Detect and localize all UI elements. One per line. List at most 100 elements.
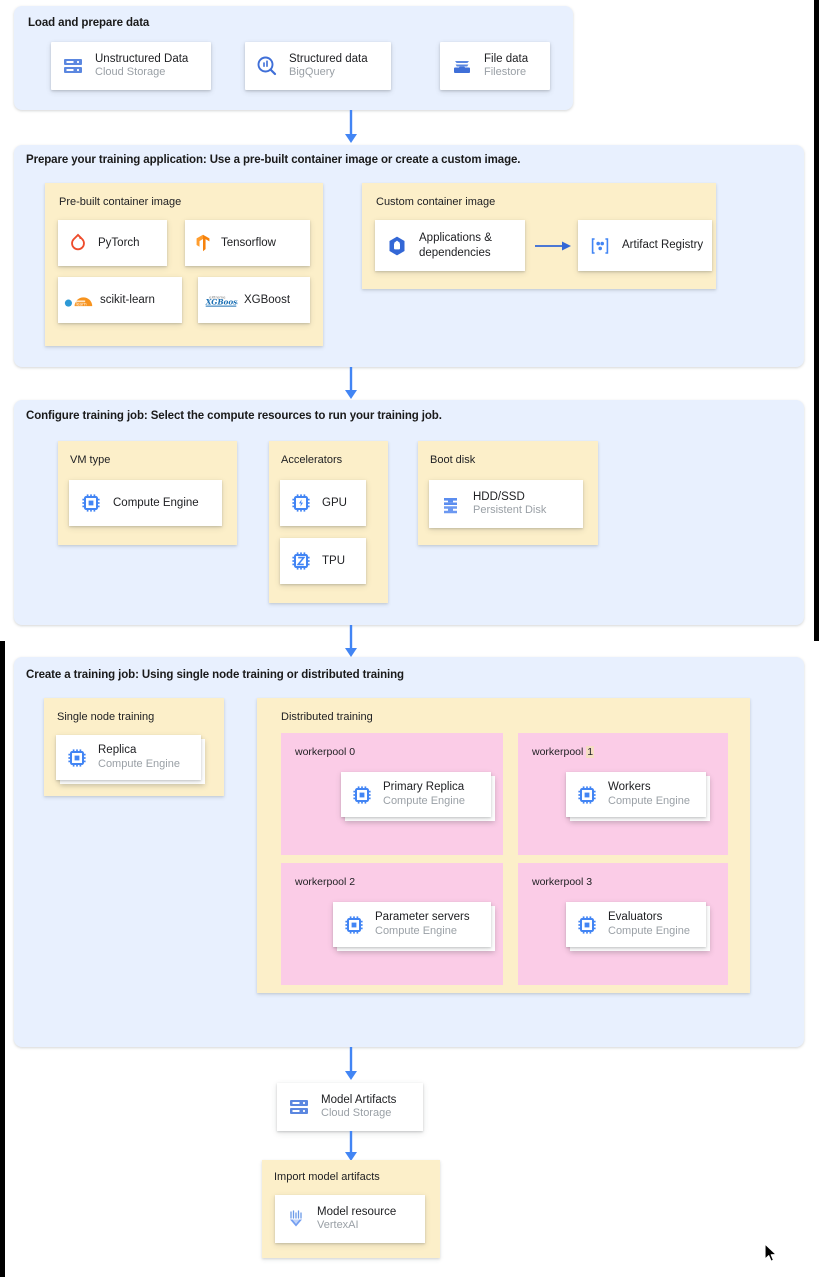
card-unstructured-data[interactable]: Unstructured Data Cloud Storage xyxy=(51,42,211,90)
card-model-resource[interactable]: Model resource VertexAI xyxy=(275,1195,425,1243)
card-evaluators[interactable]: Evaluators Compute Engine xyxy=(566,902,706,947)
card-subtitle: Compute Engine xyxy=(98,757,180,770)
group-single-node-training: Single node training Replica Compute En xyxy=(44,698,224,796)
card-subtitle: Persistent Disk xyxy=(473,504,547,517)
group-label: Distributed training xyxy=(281,711,373,723)
group-vm-type: VM type Compute Engine xyxy=(58,441,237,545)
card-primary-replica[interactable]: Primary Replica Compute Engine xyxy=(341,772,491,817)
artifact-registry-icon xyxy=(578,234,622,258)
card-title: Evaluators xyxy=(608,911,663,924)
group-boot-disk: Boot disk HDD/SSD Persistent Disk xyxy=(418,441,598,545)
card-title: Parameter servers xyxy=(375,911,470,924)
card-pytorch[interactable]: PyTorch xyxy=(58,220,167,266)
card-xgboost[interactable]: eXtreme XGBoost XGBoost xyxy=(198,277,310,323)
card-title: Primary Replica xyxy=(383,781,465,794)
pool-label-text: workerpool xyxy=(532,876,584,888)
card-tensorflow[interactable]: Tensorflow xyxy=(185,220,310,266)
card-subtitle: Cloud Storage xyxy=(95,66,166,79)
card-file-data[interactable]: File data Filestore xyxy=(440,42,550,90)
arrow-stage2-to-stage3 xyxy=(341,367,361,405)
pool-index-highlighted[interactable]: 1 xyxy=(586,746,595,758)
screen-edge-bar-right xyxy=(814,0,819,641)
vertex-ai-icon xyxy=(275,1207,317,1231)
card-subtitle: Compute Engine xyxy=(375,924,457,937)
workerpool-1: workerpool 1 xyxy=(518,733,728,855)
card-subtitle: Filestore xyxy=(484,66,527,79)
svg-text:learn: learn xyxy=(75,301,86,307)
screen-edge-bar-left xyxy=(0,641,5,1277)
group-label: Accelerators xyxy=(281,454,343,466)
cpu-chip-icon xyxy=(341,783,383,807)
cloud-storage-icon xyxy=(51,54,95,78)
persistent-disk-icon xyxy=(429,492,473,516)
svg-text:eXtreme: eXtreme xyxy=(209,294,226,299)
card-title: HDD/SSD xyxy=(473,490,525,503)
card-subtitle: VertexAI xyxy=(317,1219,359,1232)
stage-create-training-job: Create a training job: Using single node… xyxy=(14,657,804,1047)
mouse-cursor xyxy=(764,1243,778,1263)
cloud-storage-icon xyxy=(277,1095,321,1119)
card-model-artifacts[interactable]: Model Artifacts Cloud Storage xyxy=(277,1083,423,1131)
card-tpu[interactable]: TPU xyxy=(280,538,366,584)
arrow-stage3-to-stage4 xyxy=(341,625,361,663)
card-title: Replica xyxy=(98,744,137,757)
group-accelerators: Accelerators GPU xyxy=(269,441,388,603)
group-label: Pre-built container image xyxy=(59,196,182,208)
card-title: File data xyxy=(484,52,529,65)
card-title: Model resource xyxy=(317,1205,397,1218)
pool-label-text: workerpool xyxy=(295,746,347,758)
arrow-stage1-to-stage2 xyxy=(341,110,361,149)
card-title-line2: dependencies xyxy=(419,246,491,259)
card-title: scikit-learn xyxy=(100,293,155,306)
card-scikit-learn[interactable]: learn scikit-learn xyxy=(58,277,182,323)
arrow-stage4-to-model-artifacts xyxy=(341,1047,361,1086)
tpu-chip-icon xyxy=(280,549,322,573)
card-subtitle: Compute Engine xyxy=(608,794,690,807)
card-title: XGBoost xyxy=(244,293,291,306)
card-title: TPU xyxy=(322,554,345,567)
bigquery-icon xyxy=(245,54,289,78)
workerpool-2: workerpool 2 xyxy=(281,863,503,985)
pytorch-icon xyxy=(58,232,98,254)
group-label: VM type xyxy=(70,454,111,466)
cpu-chip-icon xyxy=(566,783,608,807)
scikit-learn-icon: learn xyxy=(58,291,100,309)
card-title: Unstructured Data xyxy=(95,52,189,65)
card-title: GPU xyxy=(322,496,347,509)
pool-index: 2 xyxy=(349,876,356,888)
card-compute-engine[interactable]: Compute Engine xyxy=(69,480,222,526)
card-workers[interactable]: Workers Compute Engine xyxy=(566,772,706,817)
card-artifact-registry[interactable]: Artifact Registry xyxy=(578,220,712,271)
arrow-applications-to-artifact-registry xyxy=(535,239,572,258)
group-distributed-training: Distributed training workerpool 0 xyxy=(257,698,750,993)
pool-label-text: workerpool xyxy=(295,876,347,888)
group-label: Import model artifacts xyxy=(274,1171,380,1183)
workerpool-1-label: workerpool 1 xyxy=(532,746,595,758)
card-subtitle: Cloud Storage xyxy=(321,1107,392,1120)
gpu-chip-icon xyxy=(280,491,322,515)
group-label: Boot disk xyxy=(430,454,476,466)
stage1-title: Load and prepare data xyxy=(28,17,150,29)
cpu-chip-icon xyxy=(566,913,608,937)
card-structured-data[interactable]: Structured data BigQuery xyxy=(245,42,391,90)
pool-index: 3 xyxy=(586,876,593,888)
group-custom-container-image: Custom container image Applications & de… xyxy=(362,183,716,289)
stage-prepare-training-application: Prepare your training application: Use a… xyxy=(14,145,804,367)
card-subtitle: BigQuery xyxy=(289,66,335,79)
card-applications-and-dependencies[interactable]: Applications & dependencies xyxy=(375,220,525,271)
pool-label-text: workerpool xyxy=(532,746,584,758)
card-replica[interactable]: Replica Compute Engine xyxy=(56,735,201,780)
workerpool-3-label: workerpool 3 xyxy=(532,876,592,888)
card-title: Model Artifacts xyxy=(321,1093,397,1106)
pool-index: 0 xyxy=(349,746,356,758)
card-parameter-servers[interactable]: Parameter servers Compute Engine xyxy=(333,902,491,947)
cpu-chip-icon xyxy=(69,491,113,515)
card-hdd-ssd[interactable]: HDD/SSD Persistent Disk xyxy=(429,480,583,528)
card-gpu[interactable]: GPU xyxy=(280,480,366,526)
cpu-chip-icon xyxy=(333,913,375,937)
svg-text:XGBoost: XGBoost xyxy=(205,297,238,306)
group-pre-built-container-image: Pre-built container image PyTorch Tens xyxy=(45,183,323,346)
card-title: PyTorch xyxy=(98,236,140,249)
filestore-icon xyxy=(440,54,484,78)
container-icon xyxy=(375,234,419,258)
